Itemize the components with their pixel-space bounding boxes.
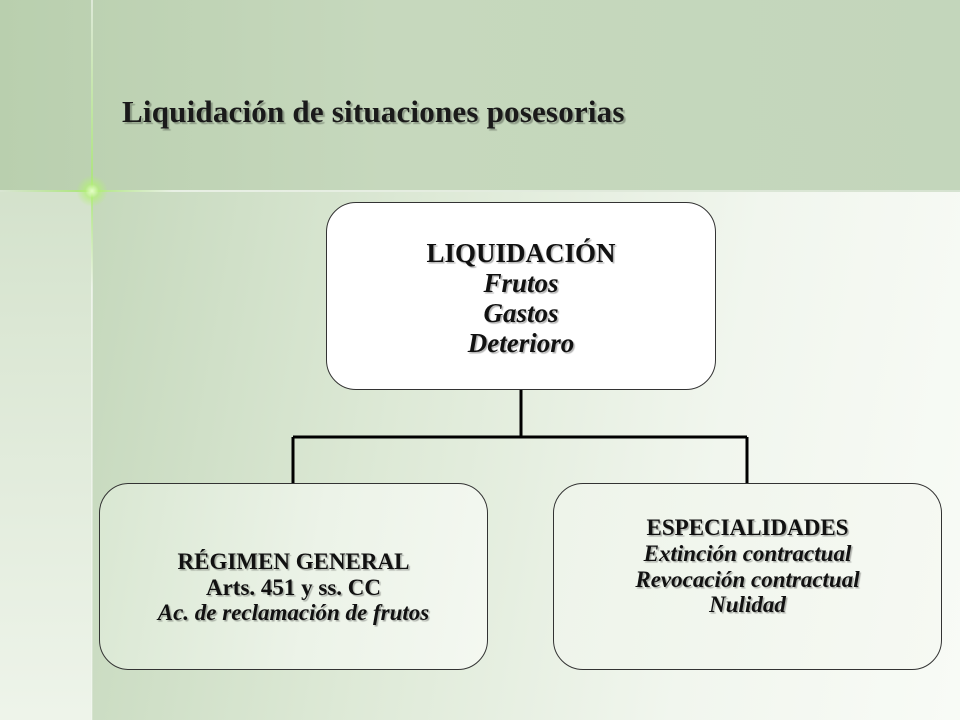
decorative-vertical-line: [91, 0, 93, 720]
background-header-band: [0, 0, 960, 192]
node-regimen-general: RÉGIMEN GENERAL Arts. 451 y ss. CC Ac. d…: [99, 483, 488, 670]
node-liquidacion-item-gastos: Gastos: [483, 298, 559, 328]
node-regimen-general-articles: Arts. 451 y ss. CC: [205, 574, 382, 600]
node-liquidacion-item-deterioro: Deterioro: [467, 328, 575, 359]
slide-title: Liquidación de situaciones posesorias: [122, 94, 625, 129]
decorative-horizontal-line: [0, 190, 960, 192]
node-especialidades-heading: ESPECIALIDADES: [646, 515, 849, 540]
node-especialidades-item-revocacion: Revocación contractual: [635, 566, 860, 592]
node-especialidades-item-extincion: Extinción contractual: [643, 540, 852, 566]
node-especialidades: ESPECIALIDADES Extinción contractual Rev…: [553, 483, 942, 670]
node-liquidacion-heading: LIQUIDACIÓN: [426, 237, 616, 268]
decorative-flare-icon: [76, 175, 108, 207]
node-especialidades-item-nulidad: Nulidad: [709, 592, 786, 618]
node-regimen-general-action: Ac. de reclamación de frutos: [157, 600, 430, 626]
node-liquidacion: LIQUIDACIÓN Frutos Gastos Deterioro: [326, 202, 716, 390]
node-regimen-general-heading: RÉGIMEN GENERAL: [177, 548, 410, 574]
node-liquidacion-item-frutos: Frutos: [483, 267, 559, 298]
